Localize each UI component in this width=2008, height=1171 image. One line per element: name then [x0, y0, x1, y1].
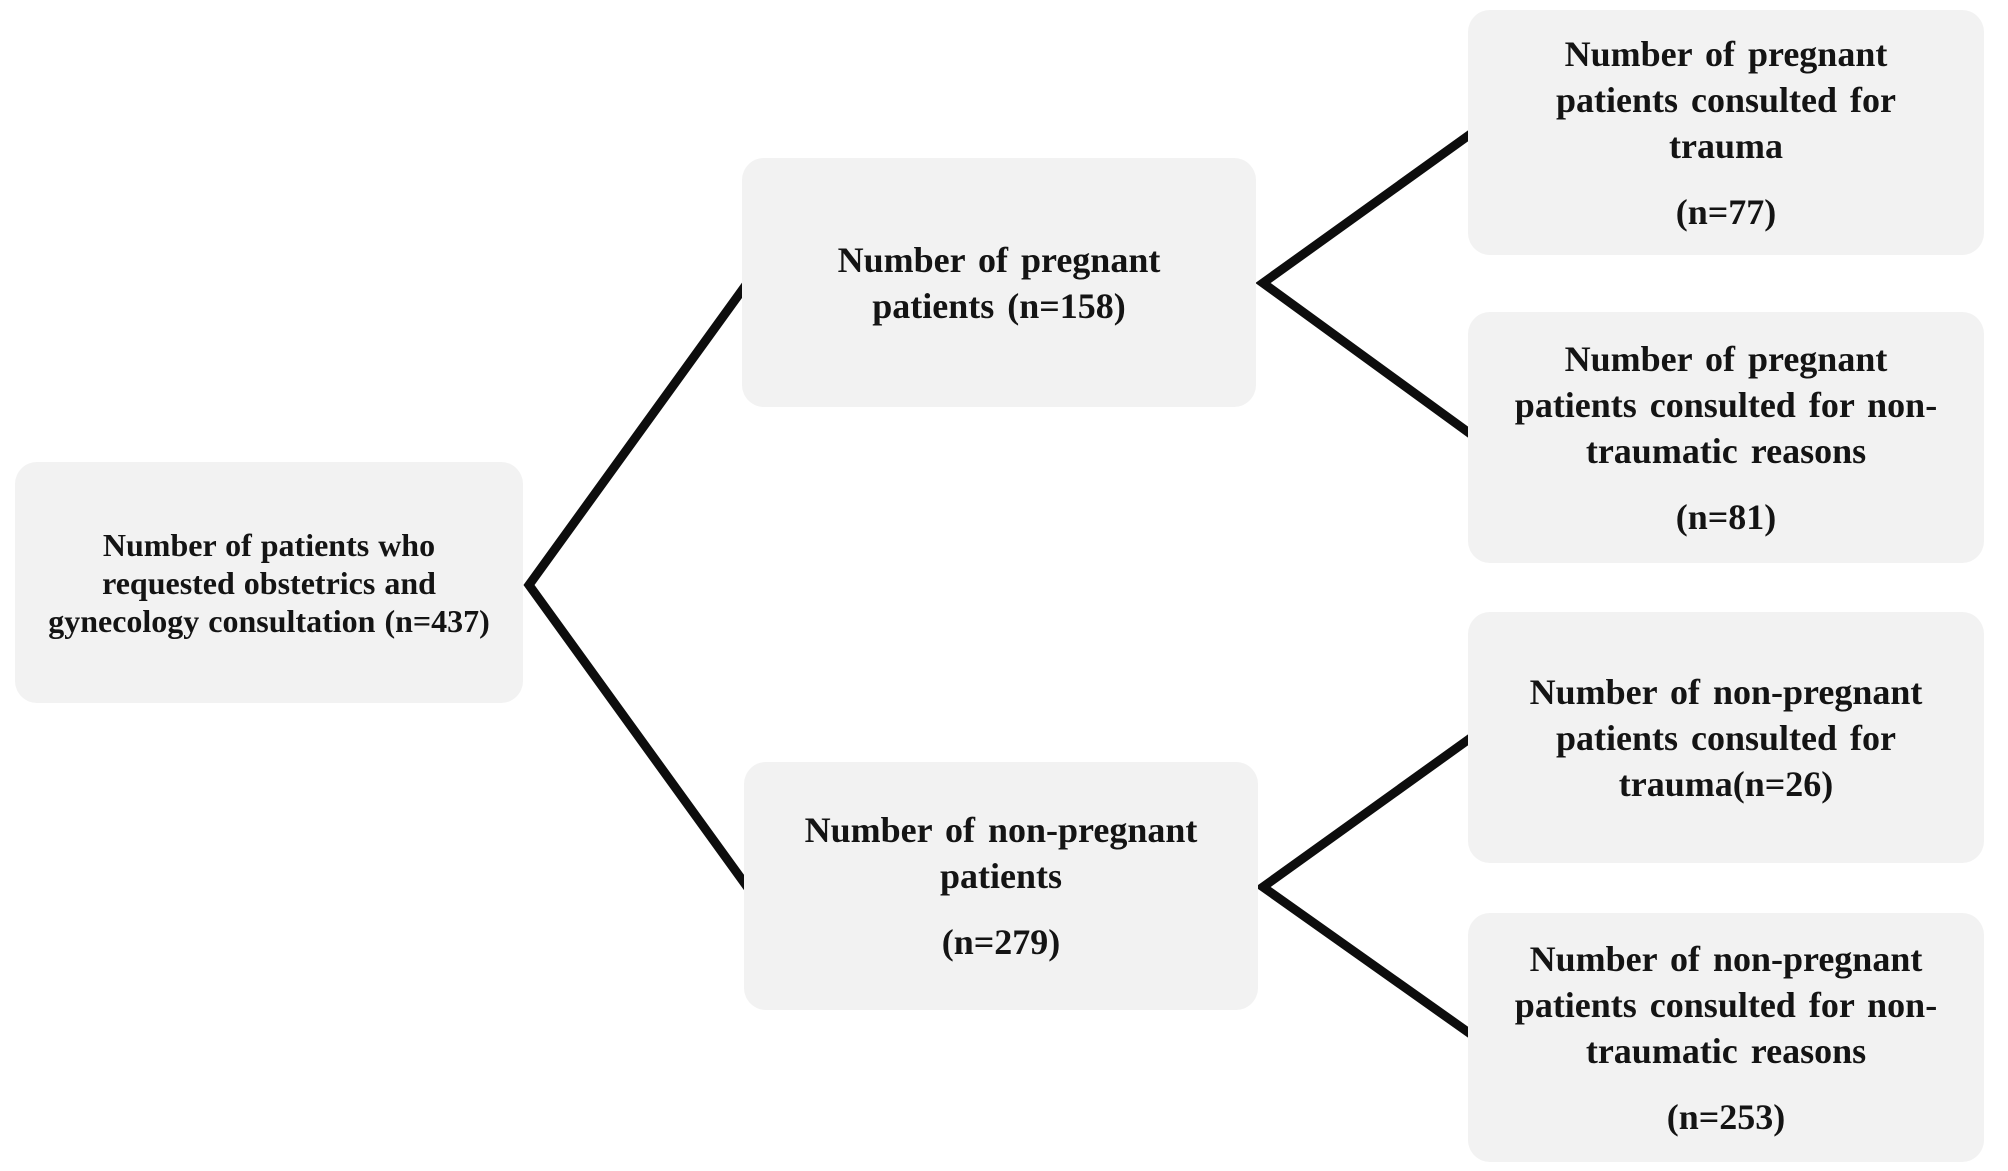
- text-line: gynecology consultation (n=437): [48, 602, 490, 639]
- text-line: traumatic reasons: [1585, 1030, 1867, 1071]
- text-line: trauma: [1669, 125, 1783, 166]
- text-line: requested obstetrics and: [102, 564, 436, 601]
- text-line: Number of pregnant: [1564, 33, 1888, 74]
- text-line: Number of pregnant: [837, 239, 1161, 280]
- text-line: traumatic reasons: [1585, 430, 1867, 471]
- text-line: patients (n=158): [872, 285, 1126, 326]
- connector-non-pregnant-branch: [1255, 733, 1475, 1039]
- node-label: Number of pregnant patients consulted fo…: [1556, 31, 1896, 169]
- text-line: Number of non-pregnant: [1529, 671, 1923, 712]
- text-line: Number of pregnant: [1564, 338, 1888, 379]
- node-label: Number of non-pregnant patients consulte…: [1515, 936, 1937, 1074]
- node-count: (n=81): [1675, 496, 1777, 537]
- node-pregnant-trauma: Number of pregnant patients consulted fo…: [1468, 10, 1984, 255]
- node-non-pregnant-non-traumatic: Number of non-pregnant patients consulte…: [1468, 913, 1984, 1162]
- text-line: Number of non-pregnant: [1529, 938, 1923, 979]
- node-non-pregnant-trauma: Number of non-pregnant patients consulte…: [1468, 612, 1984, 863]
- node-count: (n=279): [941, 922, 1061, 962]
- node-pregnant-non-traumatic: Number of pregnant patients consulted fo…: [1468, 312, 1984, 563]
- node-label: Number of pregnant patients (n=158): [838, 237, 1161, 329]
- text-line: trauma(n=26): [1618, 763, 1834, 804]
- node-label: Number of non-pregnant patients: [805, 807, 1198, 899]
- node-count: (n=253): [1666, 1096, 1786, 1137]
- text-line: patients consulted for: [1556, 717, 1896, 758]
- text-line: patients consulted for non-: [1514, 984, 1938, 1025]
- text-line: patients consulted for: [1556, 79, 1896, 120]
- text-line: Number of patients who: [102, 526, 436, 563]
- text-line: Number of non-pregnant: [804, 810, 1198, 850]
- connector-total-branch: [523, 279, 752, 891]
- node-count: (n=77): [1675, 191, 1777, 232]
- node-pregnant: Number of pregnant patients (n=158): [742, 158, 1256, 407]
- connector-pregnant-branch: [1255, 129, 1475, 439]
- node-label: Number of pregnant patients consulted fo…: [1515, 336, 1937, 474]
- node-label: Number of patients who requested obstetr…: [48, 526, 490, 640]
- node-non-pregnant: Number of non-pregnant patients (n=279): [744, 762, 1258, 1010]
- text-line: patients: [939, 856, 1062, 896]
- node-label: Number of non-pregnant patients consulte…: [1530, 669, 1923, 807]
- text-line: patients consulted for non-: [1514, 384, 1938, 425]
- node-total-consultations: Number of patients who requested obstetr…: [15, 462, 523, 703]
